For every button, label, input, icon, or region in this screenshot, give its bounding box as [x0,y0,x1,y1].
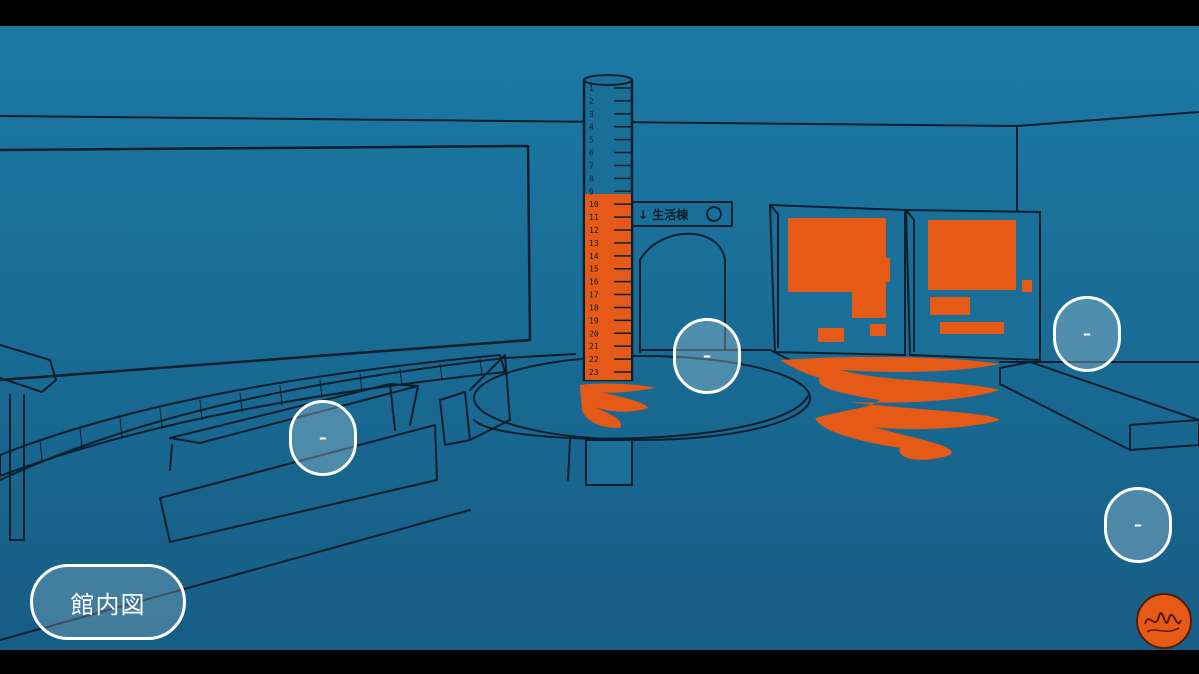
vending-machine-right [904,208,1041,362]
gauge-water-fill [585,194,631,380]
round-table-edge [473,395,809,440]
floor-map-label: 館内図 [70,590,146,619]
rail-hatching [39,358,483,461]
telescope [0,344,57,393]
hotspot-right-floor[interactable]: – [1104,487,1172,563]
gauge-number: 14 [589,252,599,261]
gauge-number: 21 [589,342,599,351]
gauge-number: 17 [589,291,599,300]
gauge-number: 3 [589,110,594,119]
sign-text: ↓ 生活棟 [638,207,689,222]
hotspot-label: – [1083,324,1091,343]
hotspot-right-wall[interactable]: – [1053,296,1121,372]
gauge-number: 11 [589,213,599,222]
gauge-number: 9 [589,187,594,196]
vending-machine-left [768,203,906,357]
archway [639,232,726,353]
gauge-number: 18 [589,303,599,312]
gauge-number: 16 [589,278,599,287]
telescope-post [9,394,25,541]
hotspot-table[interactable]: – [673,318,741,394]
letterbox-top [0,0,1199,26]
gauge-number: 23 [589,368,599,377]
gauge-number: 10 [589,200,599,209]
lower-floor-line [0,509,471,641]
gauge-number: 20 [589,329,599,338]
round-table-top [473,355,811,441]
gauge-number: 5 [589,136,594,145]
gauge-number: 19 [589,316,599,325]
gauge-number: 7 [589,161,594,170]
gauge-number: 15 [589,265,599,274]
right-bench [999,361,1199,451]
letterbox-bottom [0,650,1199,674]
gauge-number: 4 [589,123,594,132]
bench-side [439,354,511,446]
bench-leg [389,383,419,431]
gauge-number: 12 [589,226,599,235]
curved-rail [0,354,506,477]
gauge-number: 2 [589,97,594,106]
gauge-number: 1 [589,84,594,93]
hotspot-label: – [1134,515,1142,534]
gauge-number: 6 [589,149,594,158]
wall-board [0,144,532,382]
gauge-number: 22 [589,355,599,364]
floor-map-button[interactable]: 館内図 [30,564,186,640]
orange-water-puddle [580,356,1000,460]
yarn-ball-logo-icon [1136,593,1192,649]
sign-board [631,201,733,227]
hotspot-label: – [319,428,327,447]
gauge-number: 8 [589,174,594,183]
sign-emblem-icon [706,206,722,222]
gauge-number: 13 [589,239,599,248]
hotspot-bench[interactable]: – [289,400,357,476]
floor-line [0,353,576,481]
hotspot-label: – [703,346,711,365]
